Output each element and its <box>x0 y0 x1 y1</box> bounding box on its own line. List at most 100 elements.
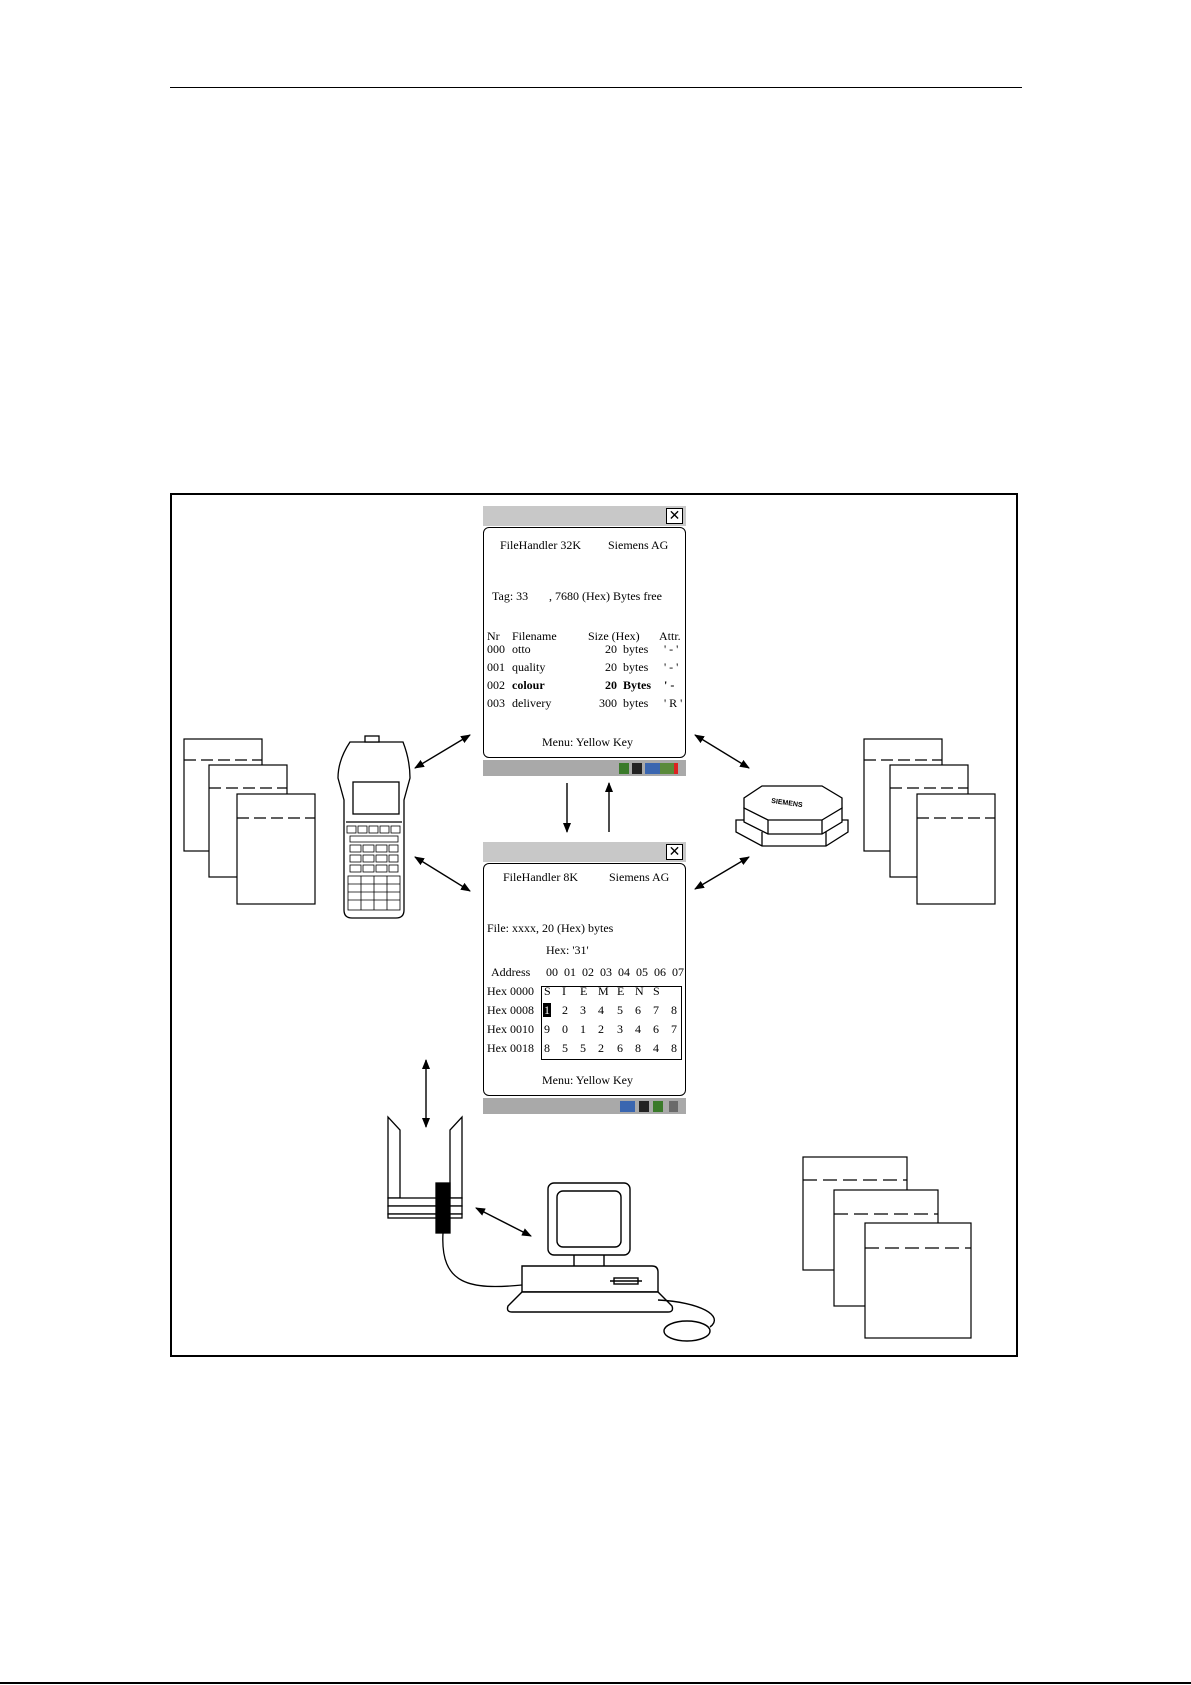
file-size: 20 <box>605 642 617 656</box>
content-panel: FileHandler 8K Siemens AG File: xxxx, 20… <box>483 863 686 1096</box>
hex-cell[interactable]: S <box>653 984 660 998</box>
keyboard-icon <box>639 1101 649 1112</box>
hex-cell[interactable]: 7 <box>653 1003 659 1017</box>
hex-cell[interactable]: 0 <box>562 1022 568 1036</box>
app-title: FileHandler 8K <box>503 870 578 884</box>
free-bytes: , 7680 (Hex) Bytes free <box>549 589 662 603</box>
hex-cell[interactable]: 5 <box>562 1041 568 1055</box>
octagon-reader <box>735 785 849 847</box>
hex-cell[interactable]: 2 <box>598 1041 604 1055</box>
hex-cell[interactable]: 8 <box>635 1041 641 1055</box>
file-nr: 002 <box>487 678 505 692</box>
hex-cell[interactable]: N <box>635 984 644 998</box>
file-info: File: xxxx, 20 (Hex) bytes <box>487 921 614 935</box>
diagram-frame <box>170 493 1018 1357</box>
connection-arrows <box>414 734 750 1237</box>
vendor-label: Siemens AG <box>608 538 669 552</box>
connection-icon <box>645 763 660 774</box>
hex-cell[interactable]: 4 <box>635 1022 641 1036</box>
col-nr: Nr <box>487 629 500 643</box>
hex-cell[interactable]: 4 <box>653 1041 659 1055</box>
col-filename: Filename <box>512 629 557 643</box>
file-unit: Bytes <box>623 678 651 692</box>
vendor-label: Siemens AG <box>609 870 670 884</box>
file-size: 300 <box>599 696 617 710</box>
file-size: 20 <box>605 678 617 692</box>
hex-cell[interactable]: 5 <box>580 1041 586 1055</box>
status-bar <box>483 1098 686 1114</box>
hex-cell[interactable]: 3 <box>580 1003 586 1017</box>
row-address: Hex 0008 <box>487 1003 534 1017</box>
hex-editor-grid[interactable] <box>541 986 682 1060</box>
hex-cell[interactable]: S <box>544 984 551 998</box>
hex-cell[interactable]: I <box>562 984 566 998</box>
hex-cell[interactable]: 7 <box>671 1022 677 1036</box>
col-header: 04 <box>618 965 630 979</box>
file-size: 20 <box>605 660 617 674</box>
row-address: Hex 0000 <box>487 984 534 998</box>
hex-cell[interactable]: 2 <box>562 1003 568 1017</box>
status-bar <box>483 760 686 776</box>
close-button[interactable]: ✕ <box>666 844 683 860</box>
col-header: 06 <box>654 965 666 979</box>
col-header: 01 <box>564 965 576 979</box>
file-name: otto <box>512 642 531 656</box>
hex-cell[interactable]: 3 <box>617 1022 623 1036</box>
content-panel: FileHandler 32K Siemens AG Tag: 33 , 768… <box>483 527 686 758</box>
file-name: quality <box>512 660 546 674</box>
hex-cell[interactable]: 6 <box>635 1003 641 1017</box>
lock-icon <box>653 1101 663 1112</box>
hex-cell[interactable]: M <box>598 984 609 998</box>
row-address: Hex 0010 <box>487 1022 534 1036</box>
file-nr: 001 <box>487 660 505 674</box>
keyboard-icon <box>632 763 642 774</box>
document-stack-bottom-right <box>802 1156 972 1339</box>
file-unit: bytes <box>623 696 649 710</box>
screen-filehandler-8k: ✕ FileHandler 8K Siemens AG File: xxxx, … <box>483 842 686 1114</box>
hex-cell[interactable]: 8 <box>544 1041 550 1055</box>
col-header: 02 <box>582 965 594 979</box>
hex-cell[interactable]: 6 <box>653 1022 659 1036</box>
hex-cell[interactable]: 9 <box>544 1022 550 1036</box>
close-button[interactable]: ✕ <box>666 508 683 524</box>
titlebar: ✕ <box>483 506 686 526</box>
file-nr: 000 <box>487 642 505 656</box>
hex-cell[interactable]: 1 <box>580 1022 586 1036</box>
document-stack-left <box>183 738 316 905</box>
hex-cell[interactable]: 5 <box>617 1003 623 1017</box>
titlebar: ✕ <box>483 842 686 862</box>
menu-hint: Menu: Yellow Key <box>542 1073 634 1087</box>
file-name: delivery <box>512 696 552 710</box>
file-attr: ' - ' <box>664 642 679 656</box>
battery-icon <box>660 763 678 774</box>
hex-cell-cursor[interactable]: 1 <box>543 1003 551 1017</box>
app-title: FileHandler 32K <box>500 538 581 552</box>
desktop-pc <box>506 1182 716 1342</box>
hex-cell[interactable]: 8 <box>671 1041 677 1055</box>
docking-station <box>387 1115 523 1288</box>
col-header: 05 <box>636 965 648 979</box>
hex-cell[interactable]: 6 <box>617 1041 623 1055</box>
hex-cell[interactable]: E <box>580 984 588 998</box>
col-header: 00 <box>546 965 558 979</box>
handheld-terminal <box>337 735 411 919</box>
hex-cell[interactable]: E <box>617 984 625 998</box>
hex-cell[interactable]: 2 <box>598 1022 604 1036</box>
hex-cell[interactable]: 4 <box>598 1003 604 1017</box>
bottom-rule <box>0 1682 1191 1684</box>
screen-filehandler-32k: ✕ FileHandler 32K Siemens AG Tag: 33 , 7… <box>483 506 686 776</box>
address-label: Address <box>491 965 531 979</box>
col-header: 07 <box>672 965 684 979</box>
close-icon: ✕ <box>668 508 681 524</box>
col-attr: Attr. <box>659 629 681 643</box>
top-rule <box>170 87 1022 88</box>
col-size: Size (Hex) <box>588 629 640 643</box>
file-nr: 003 <box>487 696 505 710</box>
file-unit: bytes <box>623 660 649 674</box>
file-attr: ' - <box>664 678 675 692</box>
col-header: 03 <box>600 965 612 979</box>
hex-cell[interactable]: 8 <box>671 1003 677 1017</box>
row-address: Hex 0018 <box>487 1041 534 1055</box>
document-stack-right <box>863 738 996 905</box>
